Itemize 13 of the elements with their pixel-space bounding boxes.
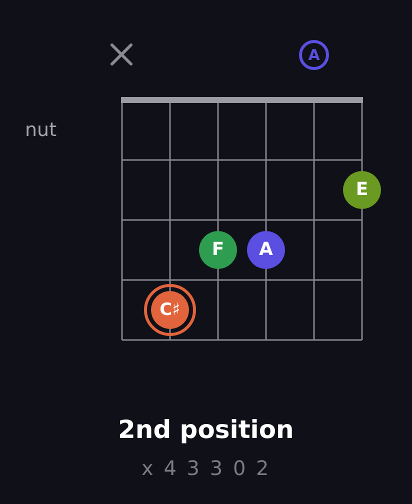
note-name: F xyxy=(212,241,224,259)
root-note-dot xyxy=(144,284,196,336)
note-name: A xyxy=(259,241,273,259)
note-dot xyxy=(199,231,237,269)
note-name: A xyxy=(308,48,320,62)
nut-label: nut xyxy=(25,120,57,142)
note-dot xyxy=(247,231,285,269)
position-caption: 2nd position xyxy=(118,416,294,444)
note-dot xyxy=(343,171,381,209)
fingering-text: x 4 3 3 0 2 xyxy=(142,456,271,480)
note-name: C♯ xyxy=(160,302,180,318)
note-ring xyxy=(299,40,329,70)
note-name: E xyxy=(356,181,368,199)
